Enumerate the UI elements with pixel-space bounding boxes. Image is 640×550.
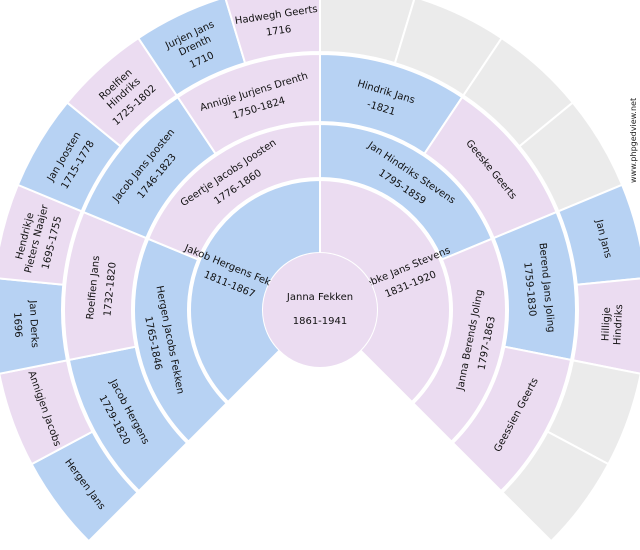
watermark-text: www.phpgedview.net	[629, 98, 638, 183]
ancestor-segment-empty	[501, 430, 610, 543]
root-person-years: 1861-1941	[293, 316, 348, 327]
root-person-circle[interactable]	[263, 253, 377, 367]
ancestor-name: Hilligje	[600, 307, 613, 341]
ancestor-years: 1716	[265, 24, 292, 39]
ancestor-years: 1696	[11, 312, 23, 338]
ancestor-name: Jan Derks	[27, 299, 40, 348]
ancestor-label-group: Jan Derks 1696	[11, 299, 40, 348]
ancestor-years: 1732-1820	[102, 262, 118, 317]
ancestor-segment-janna-berends-joling[interactable]	[411, 237, 507, 443]
ancestor-years: 1759-1830	[521, 262, 537, 317]
root-person-name: Janna Fekken	[286, 292, 353, 303]
ancestor-name: Hindriks	[612, 304, 625, 345]
ancestor-segment-geessien-geerts[interactable]	[451, 345, 573, 493]
